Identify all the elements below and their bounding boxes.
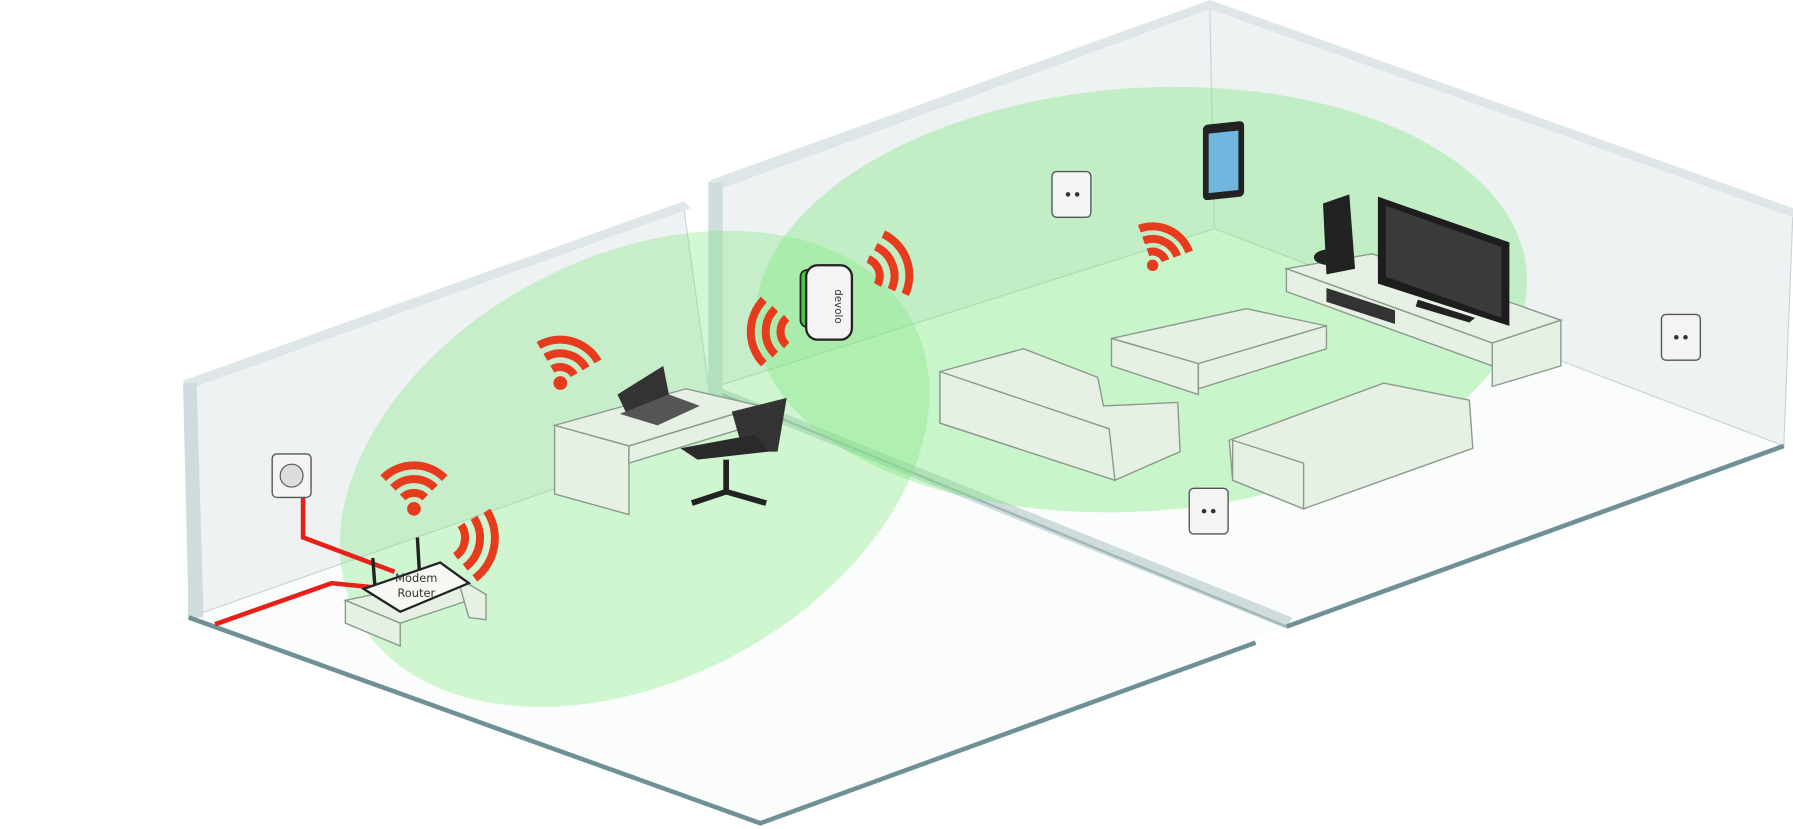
router-label-router: Router: [397, 586, 435, 600]
power-outlet-icon: [1051, 170, 1092, 218]
left-side-wall: [182, 383, 204, 618]
wifi-signal-icon: [536, 335, 602, 390]
tv-icon: [1377, 196, 1510, 326]
wifi-signal-icon: [746, 296, 790, 367]
floor-edge-right: [1285, 443, 1785, 629]
router-label-modem: Modem: [395, 571, 437, 585]
wifi-signal-icon: [452, 508, 499, 582]
coffee-table: [1110, 308, 1328, 396]
floor: [182, 228, 1784, 824]
tablet-icon: [1202, 121, 1245, 201]
floor-edge-left: [187, 615, 1257, 826]
cable-to-outlet: [300, 485, 396, 574]
laptop-icon: [617, 365, 700, 426]
coverage-zone-router: [339, 230, 930, 707]
left-wall-top: [182, 201, 691, 389]
wifi-signal-icon: [866, 230, 914, 296]
wifi-signal-icon: [1137, 222, 1193, 271]
devolo-repeater: devolo: [799, 264, 854, 341]
wifi-signal-icon: [380, 461, 448, 516]
power-outlet-icon: [1660, 313, 1702, 361]
right-wall-top: [708, 0, 1793, 218]
partition-floor-line: [722, 393, 1287, 628]
gamepad-icon: [1313, 249, 1346, 266]
repeater-brand-logo: devolo: [832, 289, 844, 323]
power-outlet-icon: [1188, 487, 1229, 535]
office-chair-icon: [680, 397, 787, 506]
sofa-icon: [939, 348, 1181, 482]
sofa-icon: [1228, 382, 1474, 510]
power-outlet-icon: [271, 453, 312, 499]
modem-router: Modem Router: [361, 537, 472, 614]
